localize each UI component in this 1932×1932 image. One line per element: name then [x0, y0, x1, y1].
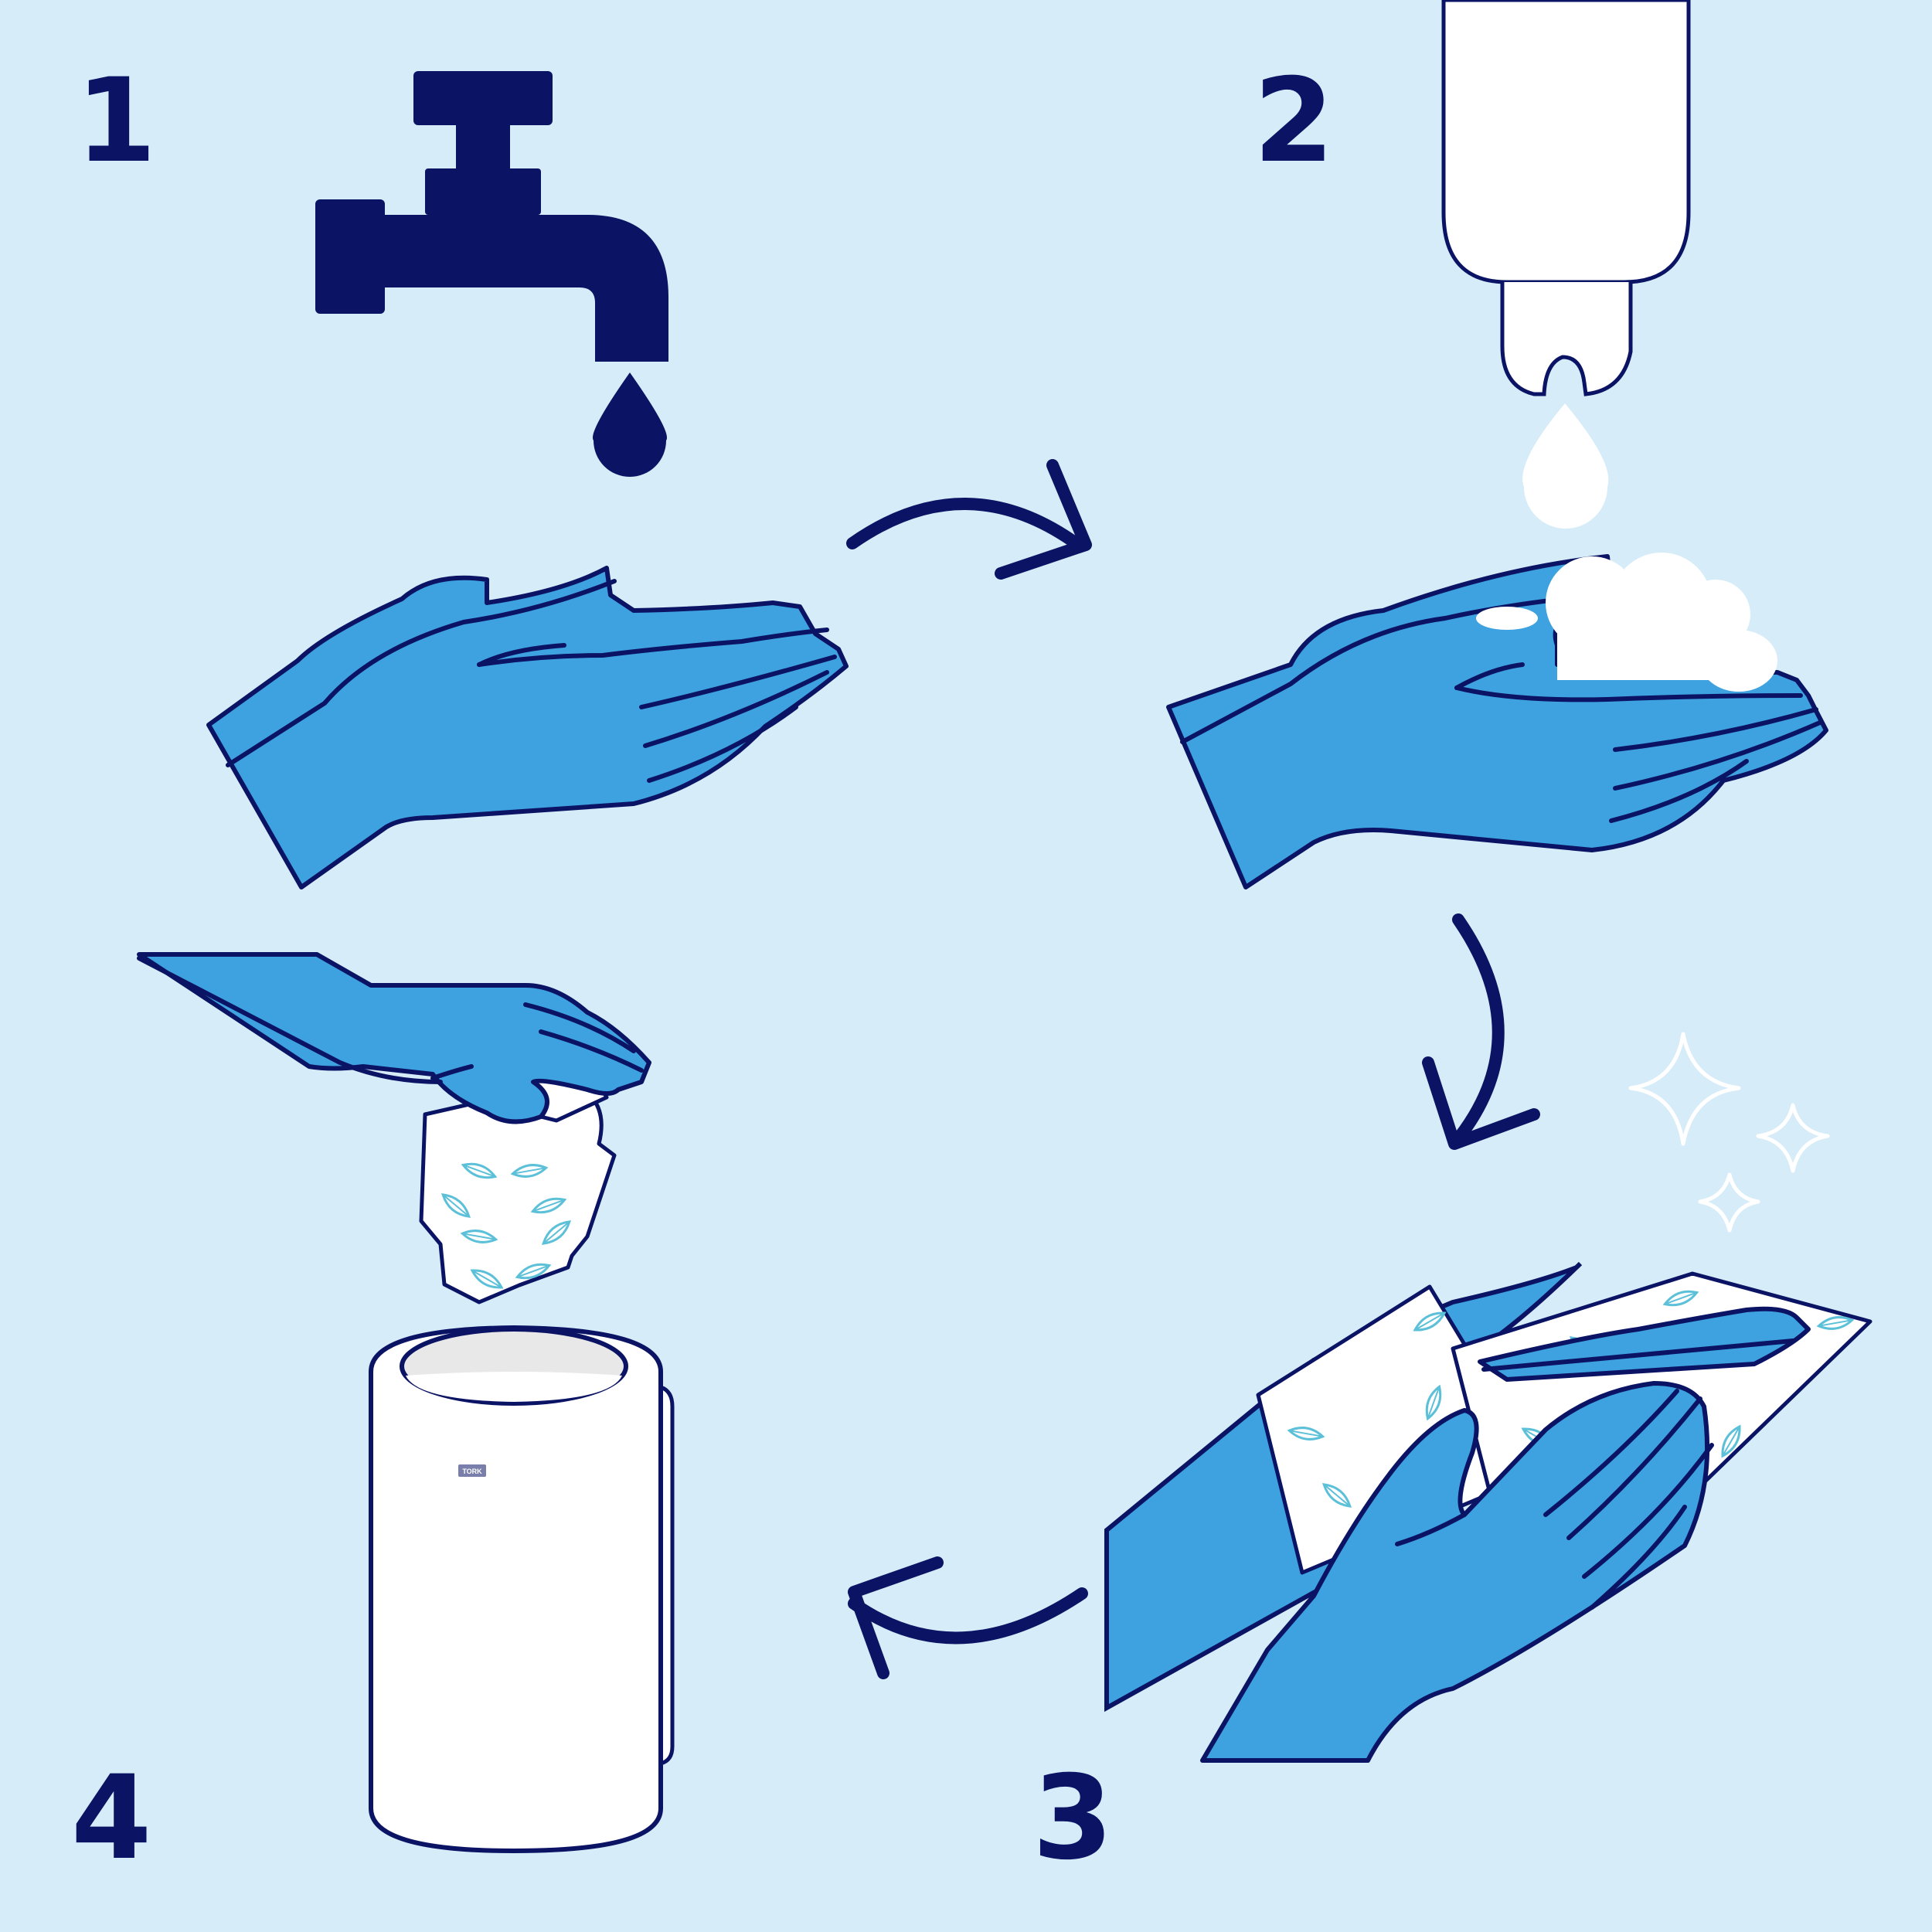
step-number-4: 4 [71, 1751, 152, 1886]
soap-dispenser-icon [1441, 0, 1691, 396]
hand-icon [137, 952, 651, 1124]
bin-icon: TORK [369, 1325, 675, 1854]
step-number-3: 3 [1032, 1751, 1114, 1886]
step-number-1: 1 [76, 54, 157, 189]
arrow-icon [848, 1556, 1088, 1679]
hand-icon [1200, 1381, 1714, 1763]
arrow-icon [846, 459, 1092, 580]
arrow-icon [1422, 913, 1540, 1150]
hand-icon [206, 566, 849, 889]
hand-icon [1478, 1306, 1811, 1382]
hand-icon [1166, 553, 1828, 889]
sparkle-icon [1628, 1032, 1830, 1233]
tap-icon [315, 71, 668, 362]
soap-drop-icon [1522, 403, 1609, 529]
step-number-2: 2 [1253, 54, 1335, 189]
bin-brand-label: TORK [462, 1468, 482, 1475]
foam-icon [1476, 553, 1777, 692]
water-drop-icon [592, 372, 668, 477]
